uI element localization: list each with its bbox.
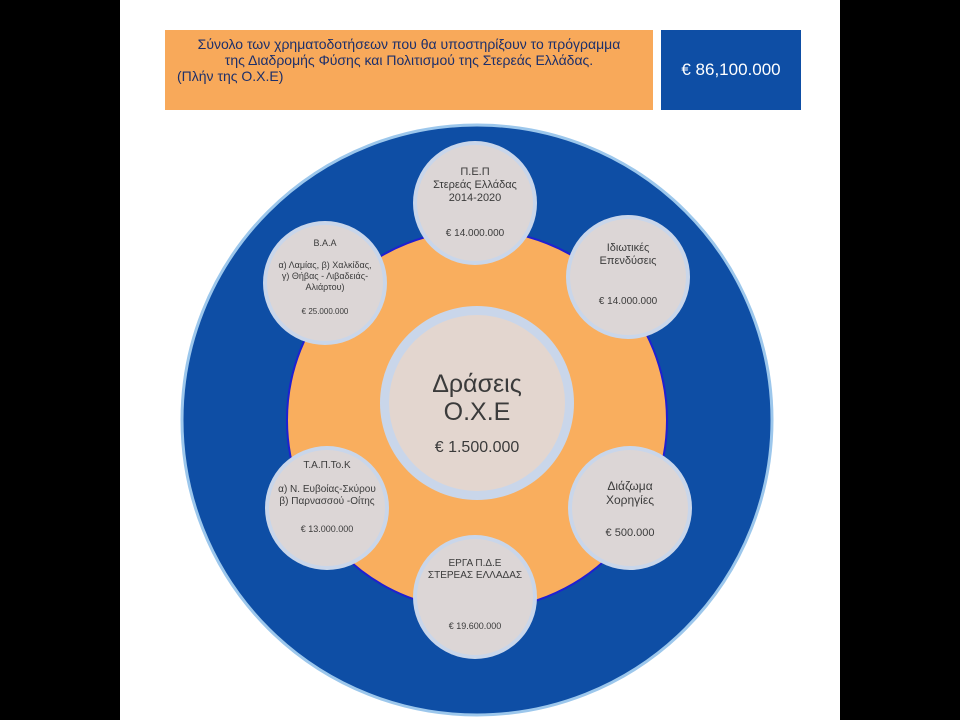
node-amount: € 25.000.000 [302,307,349,316]
node-amount: € 19.600.000 [449,621,502,631]
node-label-line: Τ.Α.Π.Το.Κ [303,460,351,471]
node-circle [417,539,533,655]
node-amount: € 13.000.000 [301,524,354,534]
node-vaa: Β.Α.Α α) Λαμίας, β) Χαλκίδας,γ) Θήβας - Λ… [263,221,387,345]
node-circle [417,145,533,261]
center-circle [389,315,565,491]
node-amount: € 500.000 [606,527,655,539]
header-line-2: της Διαδρομής Φύσης και Πολιτισμού της Σ… [224,52,594,68]
node-circle [269,450,385,566]
header-line-3: (Πλήν της Ο.Χ.Ε) [177,68,284,84]
node-label-line: γ) Θήβας - Λιβαδειάς- [282,271,368,281]
node-circle [570,219,686,335]
node-label-line: α) Ν. Ευβοίας-Σκύρου [278,483,376,495]
header-line-1: Σύνολο των χρηματοδοτήσεων που θα υποστη… [197,36,621,52]
total-amount-box: € 86,100.000 [661,30,801,110]
node-label-line: ΕΡΓΑ Π.Δ.Ε [449,558,502,569]
node-amount: € 14.000.000 [446,228,505,239]
node-circle [267,225,383,341]
node-label-line: Διάζωμα [607,479,652,493]
center-amount: € 1.500.000 [435,439,520,456]
center-title-line: Ο.Χ.Ε [444,398,511,426]
node-label-line: ΣΤΕΡΕΑΣ ΕΛΛΑΔΑΣ [428,570,522,581]
node-label-line: Π.Ε.Π [460,166,489,178]
center-title-line: Δράσεις [432,370,522,398]
node-amount: € 14.000.000 [599,296,658,307]
header-box: Σύνολο των χρηματοδοτήσεων που θα υποστη… [165,30,653,110]
node-label-line: Αλιάρτου) [305,282,344,292]
node-label-line: Στερεάς Ελλάδας [433,179,517,191]
node-label-line: Ιδιωτικές [607,242,650,254]
node-label-line: Επενδύσεις [600,255,657,267]
total-amount: € 86,100.000 [681,60,781,79]
node-label-line: Χορηγίες [606,493,654,507]
node-label-line: Β.Α.Α [313,238,336,248]
slide: Σύνολο των χρηματοδοτήσεων που θα υποστη… [120,0,840,720]
node-label-line: α) Λαμίας, β) Χαλκίδας, [278,260,371,270]
node-circle [572,450,688,566]
node-label-line: β) Παρνασσού -Οίτης [279,495,374,507]
node-label-line: 2014-2020 [449,192,502,204]
